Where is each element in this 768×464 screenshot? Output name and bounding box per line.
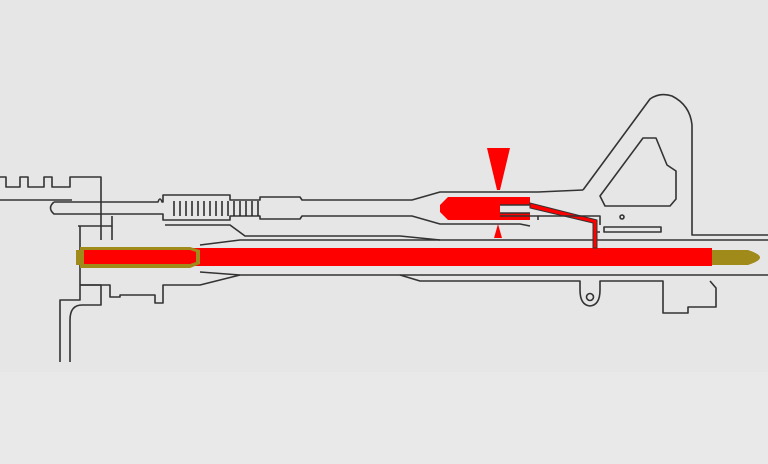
receiver <box>0 176 241 362</box>
lower-background <box>0 372 768 464</box>
barrel <box>199 239 768 314</box>
gas-port-tube <box>529 202 598 249</box>
gas-vent-bottom <box>494 224 502 238</box>
gas-tube <box>49 189 584 241</box>
cartridge-case <box>76 247 200 268</box>
gas-chamber <box>440 197 530 220</box>
front-sight <box>538 93 768 236</box>
bore-gas <box>84 248 712 266</box>
gas-system <box>440 148 598 249</box>
background <box>0 0 768 372</box>
bullet <box>712 250 760 265</box>
gas-vent-top <box>487 148 510 190</box>
sling-swivel <box>585 292 595 302</box>
action-spring <box>173 201 259 216</box>
